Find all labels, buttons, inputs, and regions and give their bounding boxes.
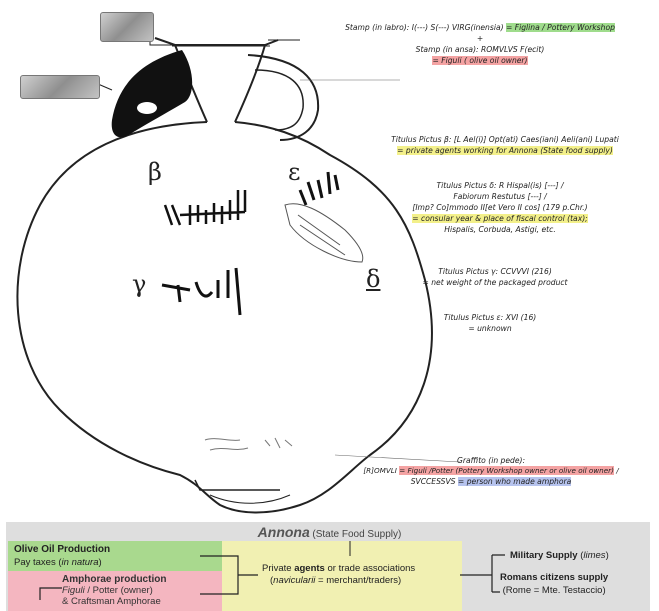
- agents-box: [222, 541, 462, 611]
- titulus-delta-annotation: Titulus Pictus δ: R Hispal(is) [---] / F…: [412, 181, 588, 234]
- amphora-body-outline: [16, 121, 433, 514]
- titulus-epsilon-painting: [298, 171, 340, 206]
- titulus-delta-painting: [284, 203, 364, 263]
- greek-gamma: γ: [132, 270, 147, 298]
- titulus-gamma-painting: [161, 267, 242, 316]
- right-handle: [247, 54, 320, 141]
- agents-text: Private agents or trade associations (na…: [262, 563, 416, 586]
- graffito-scratch: [204, 437, 293, 451]
- stamp-photo-handle: [20, 75, 100, 99]
- left-handle: [111, 50, 193, 138]
- titulus-gamma-annotation: Titulus Pictus γ: CCVVVI (216) = net wei…: [422, 267, 568, 287]
- stamp-photo-rim: [100, 12, 154, 42]
- graffito-annotation: Graffito (in pede): [R]OMVLI = Figuli /P…: [363, 456, 619, 487]
- greek-epsilon: ε: [288, 158, 301, 186]
- olive-oil-text: Olive Oil Production Pay taxes (in natur…: [14, 544, 111, 568]
- military-supply: Military Supply (limes): [510, 550, 609, 561]
- titulus-epsilon-annotation: Titulus Pictus ε: XVI (16) = unknown: [443, 313, 537, 333]
- stamp-annotation: Stamp (in labro): I(---) S(---) VIRG(ine…: [345, 23, 615, 65]
- amphorae-text: Amphorae production Figuli / Potter (own…: [62, 574, 167, 607]
- greek-delta: δ: [366, 265, 381, 293]
- greek-beta: β: [148, 158, 162, 186]
- titulus-beta-annotation: Titulus Pictus β: [L Ael(i)] Opt(ati) Ca…: [391, 135, 619, 155]
- citizens-supply: Romans citizens supply (Rome = Mte. Test…: [500, 572, 609, 596]
- titulus-beta-painting: [163, 190, 247, 226]
- annona-title: Annona (State Food Supply): [257, 524, 402, 540]
- olive-oil-box: [8, 541, 222, 571]
